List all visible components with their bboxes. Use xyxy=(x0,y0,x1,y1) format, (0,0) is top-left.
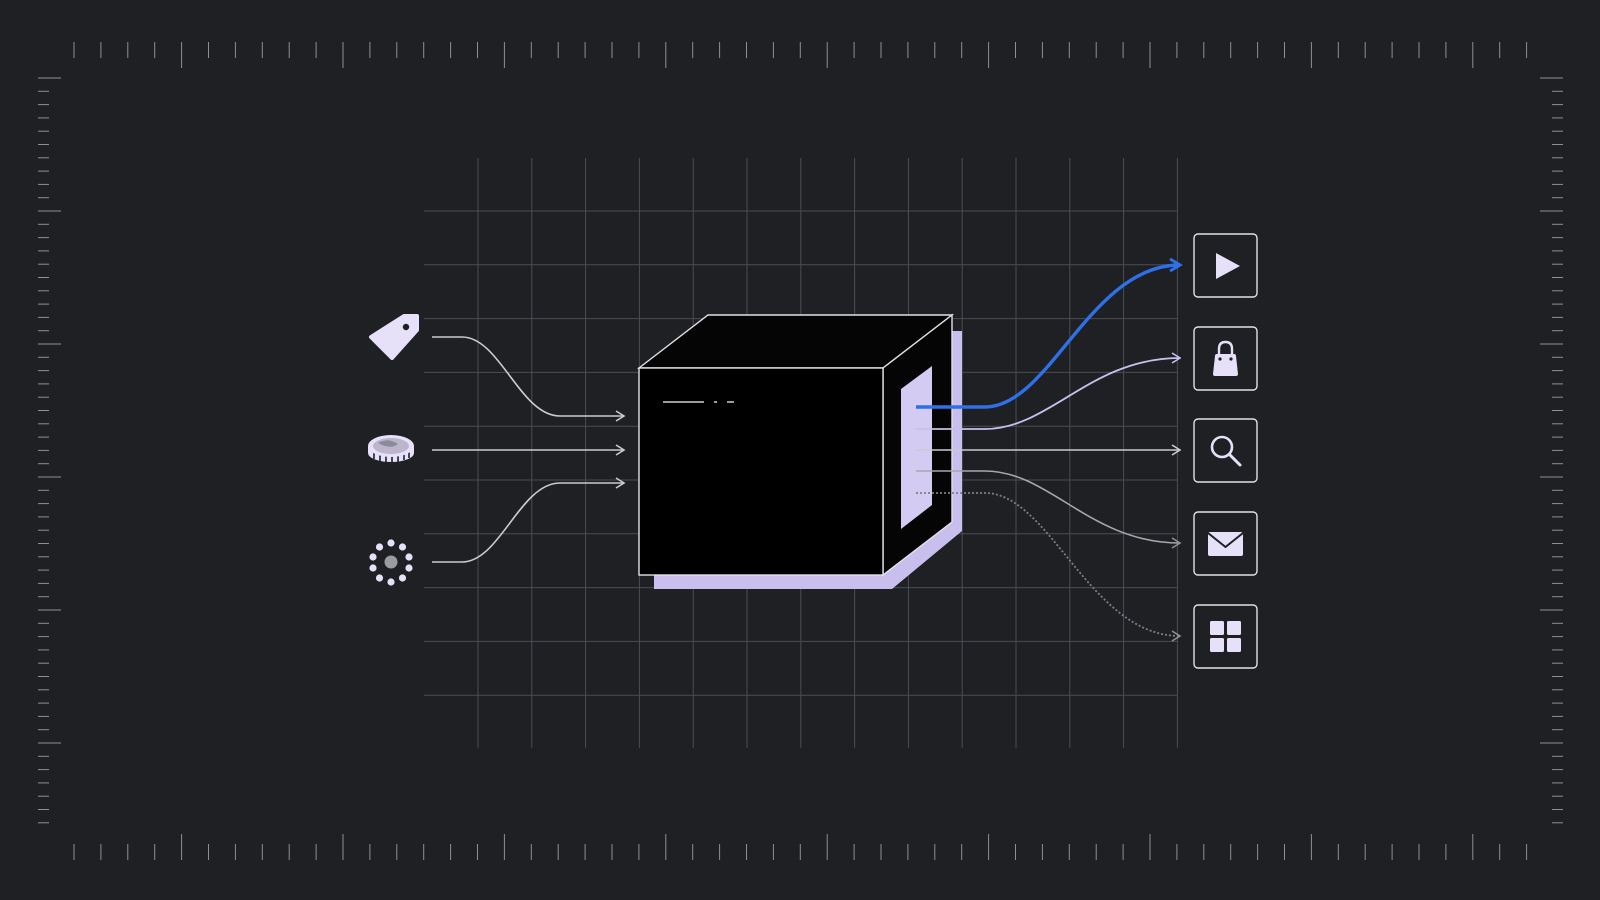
output-connector-shopping-bag xyxy=(916,352,1182,430)
output-connector-mail xyxy=(916,470,1182,549)
ruler-top xyxy=(73,42,1528,68)
coin-icon xyxy=(368,435,414,462)
dots-cluster-icon xyxy=(369,539,413,586)
black-box-processor xyxy=(636,313,962,589)
output-tile-search[interactable] xyxy=(1193,418,1258,483)
ruler-right xyxy=(1540,77,1563,824)
output-tile-mail[interactable] xyxy=(1193,511,1258,576)
ruler-left xyxy=(38,77,61,824)
search-icon xyxy=(1210,435,1242,467)
input-connector-dots-cluster xyxy=(432,477,626,563)
mail-icon xyxy=(1207,532,1244,556)
shopping-bag-icon xyxy=(1213,340,1238,376)
input-connector-price-tag xyxy=(432,336,626,422)
grid-icon xyxy=(1210,621,1241,652)
output-tile-shopping-bag[interactable] xyxy=(1193,326,1258,391)
price-tag-icon xyxy=(369,314,419,360)
output-tile-play[interactable] xyxy=(1193,233,1258,298)
output-connector-play xyxy=(916,265,1180,409)
play-icon xyxy=(1216,253,1240,279)
output-tile-grid[interactable] xyxy=(1193,604,1258,669)
output-connector-grid xyxy=(916,492,1182,642)
ruler-bottom xyxy=(73,834,1528,860)
